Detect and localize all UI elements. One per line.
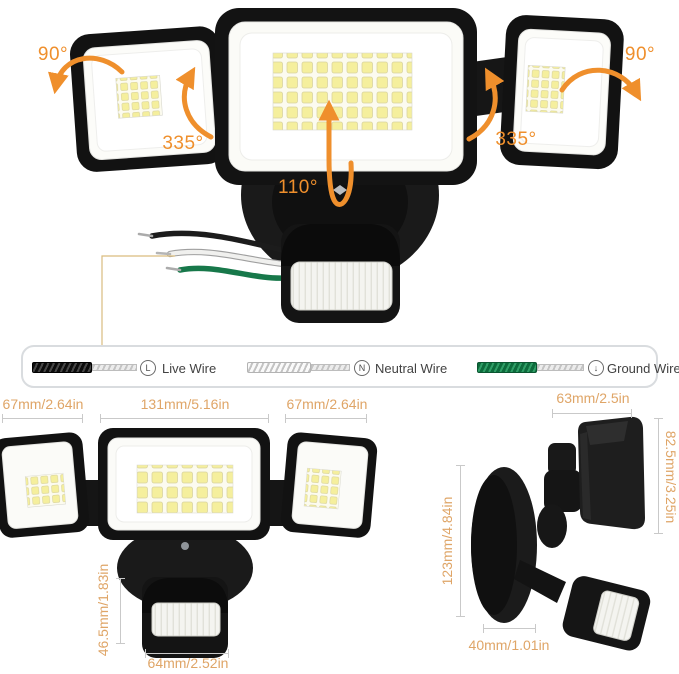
angle-label-right-90: 90°	[624, 44, 656, 65]
side-sensor-lens	[593, 590, 640, 641]
connection-wires	[137, 230, 289, 281]
rotation-arrows	[48, 55, 642, 207]
front-view-diagram	[0, 428, 378, 658]
dim-label-front-right-width: 67mm/2.64in	[286, 396, 368, 412]
center-led-panel	[272, 52, 413, 131]
angle-label-left-335: 335°	[162, 133, 204, 154]
green-wire-tip	[165, 266, 182, 272]
dim-line-sensor-height	[116, 578, 125, 644]
dim-label-head-height: 82.5mm/3.25in	[663, 430, 679, 524]
sensor-lens	[290, 261, 393, 311]
side-view-diagram	[471, 416, 651, 651]
wire-legend: L Live Wire N Neutral Wire ↓ Ground Wire	[21, 345, 679, 388]
motion-sensor	[281, 224, 400, 323]
front-motion-sensor	[142, 577, 228, 658]
dim-label-front-center-width: 131mm/5.16in	[140, 396, 230, 412]
side-joint-bracket	[537, 443, 582, 548]
dim-line-head-depth	[552, 409, 632, 418]
front-center-head	[98, 428, 270, 540]
dim-label-head-depth: 63mm/2.5in	[556, 390, 630, 406]
left-335-arrow	[175, 66, 214, 140]
angle-label-left-90: 90°	[37, 44, 69, 65]
side-motion-sensor	[562, 576, 651, 651]
right-90-arrow	[559, 67, 642, 102]
front-left-head	[0, 432, 90, 538]
side-round-mount	[471, 467, 537, 623]
neutral-wire-graphic	[247, 362, 311, 373]
green-ground-wire	[177, 265, 289, 281]
dim-line-front-right-width	[285, 414, 367, 423]
mount-screw	[333, 185, 347, 195]
center-lamp-head	[215, 8, 477, 185]
neutral-wire-symbol: N	[354, 360, 370, 376]
live-wire-graphic	[32, 362, 92, 373]
left-lamp-head	[69, 26, 227, 172]
white-wire-tip	[155, 251, 172, 256]
neutral-wire-stripped-end	[311, 364, 350, 371]
front-right-head	[280, 432, 378, 538]
left-led-panel	[115, 74, 163, 119]
side-sensor-arm	[514, 560, 566, 603]
ground-wire-stripped-end	[537, 364, 584, 371]
right-led-panel	[525, 64, 566, 114]
live-wire-label: Live Wire	[162, 361, 217, 376]
legend-leader-line	[101, 255, 175, 345]
ground-wire-symbol: ↓	[588, 360, 604, 376]
dim-line-base-depth	[483, 624, 536, 633]
angle-label-center-110: 110°	[278, 177, 318, 198]
side-lamp-head	[578, 416, 645, 530]
dim-label-total-height: 123mm/4.84in	[439, 496, 455, 586]
dim-label-sensor-height: 46.5mm/1.83in	[95, 563, 111, 657]
live-wire-stripped-end	[92, 364, 137, 371]
live-wire-symbol: L	[140, 360, 156, 376]
dim-line-front-center-width	[100, 414, 269, 423]
neutral-wire-label: Neutral Wire	[375, 361, 448, 376]
black-live-wire	[149, 230, 285, 253]
front-sensor-lens	[151, 602, 221, 637]
dim-line-front-left-width	[2, 414, 83, 423]
dim-line-head-height	[654, 418, 663, 534]
black-wire-tip	[137, 232, 154, 238]
dim-label-front-left-width: 67mm/2.64in	[2, 396, 84, 412]
left-90-arrow	[48, 55, 125, 95]
product-photo-illustration	[48, 8, 642, 345]
right-335-arrow	[466, 67, 505, 142]
front-center-led-panel	[136, 464, 234, 514]
dim-line-sensor-width	[145, 649, 229, 658]
front-mount-screw	[181, 542, 189, 550]
angle-label-right-335: 335°	[495, 129, 537, 150]
center-110-arrow	[318, 99, 354, 207]
dim-label-base-depth: 40mm/1.01in	[468, 637, 550, 653]
white-neutral-wire	[167, 249, 287, 267]
dim-label-sensor-width: 64mm/2.52in	[147, 655, 229, 671]
ground-wire-graphic	[477, 362, 537, 373]
dim-line-total-height	[456, 465, 465, 617]
ground-wire-label: Ground Wire	[607, 361, 679, 376]
